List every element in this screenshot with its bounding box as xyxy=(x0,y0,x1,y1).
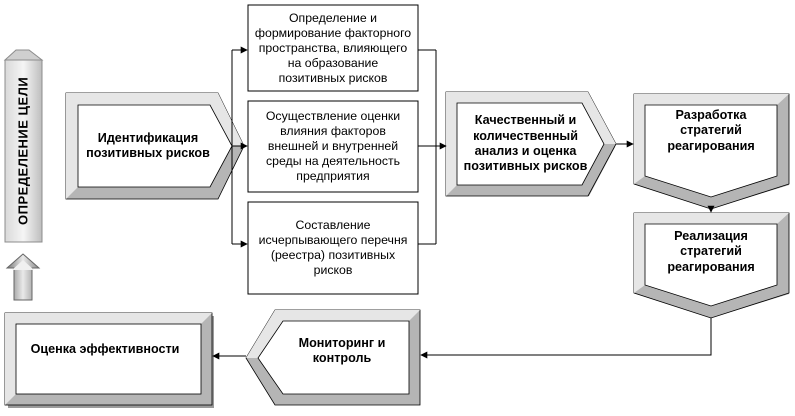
goal-bar xyxy=(3,49,44,243)
connectors xyxy=(212,46,715,360)
goal-label: ОПРЕДЕЛЕНИЕ ЦЕЛИ xyxy=(15,76,31,226)
analysis-label: Качественный и количественный анализ и о… xyxy=(463,113,588,174)
identification-shape xyxy=(65,92,245,200)
up-arrow-icon xyxy=(5,253,41,301)
evaluation-shape xyxy=(4,312,214,408)
monitoring-label: Мониторинг и контроль xyxy=(298,335,386,365)
strategy-implementation-shape xyxy=(633,212,790,319)
factor-boxes xyxy=(247,4,419,295)
factor-box-3: Составление исчерпывающего перечня (реес… xyxy=(258,218,408,277)
analysis-shape xyxy=(445,91,617,197)
identification-label: Идентификация позитивных рисков xyxy=(86,130,210,160)
strategy-development-shape xyxy=(633,93,790,210)
factor-box-2: Осуществление оценки влияния факторов вн… xyxy=(265,109,401,183)
strategy-implementation-label: Реализация стратегий реагирования xyxy=(667,228,755,274)
factor-box-1: Определение и формирование факторного пр… xyxy=(254,10,412,85)
evaluation-label: Оценка эффективности xyxy=(30,342,180,357)
monitoring-shape xyxy=(245,309,421,406)
strategy-development-label: Разработка стратегий реагирования xyxy=(667,107,755,153)
